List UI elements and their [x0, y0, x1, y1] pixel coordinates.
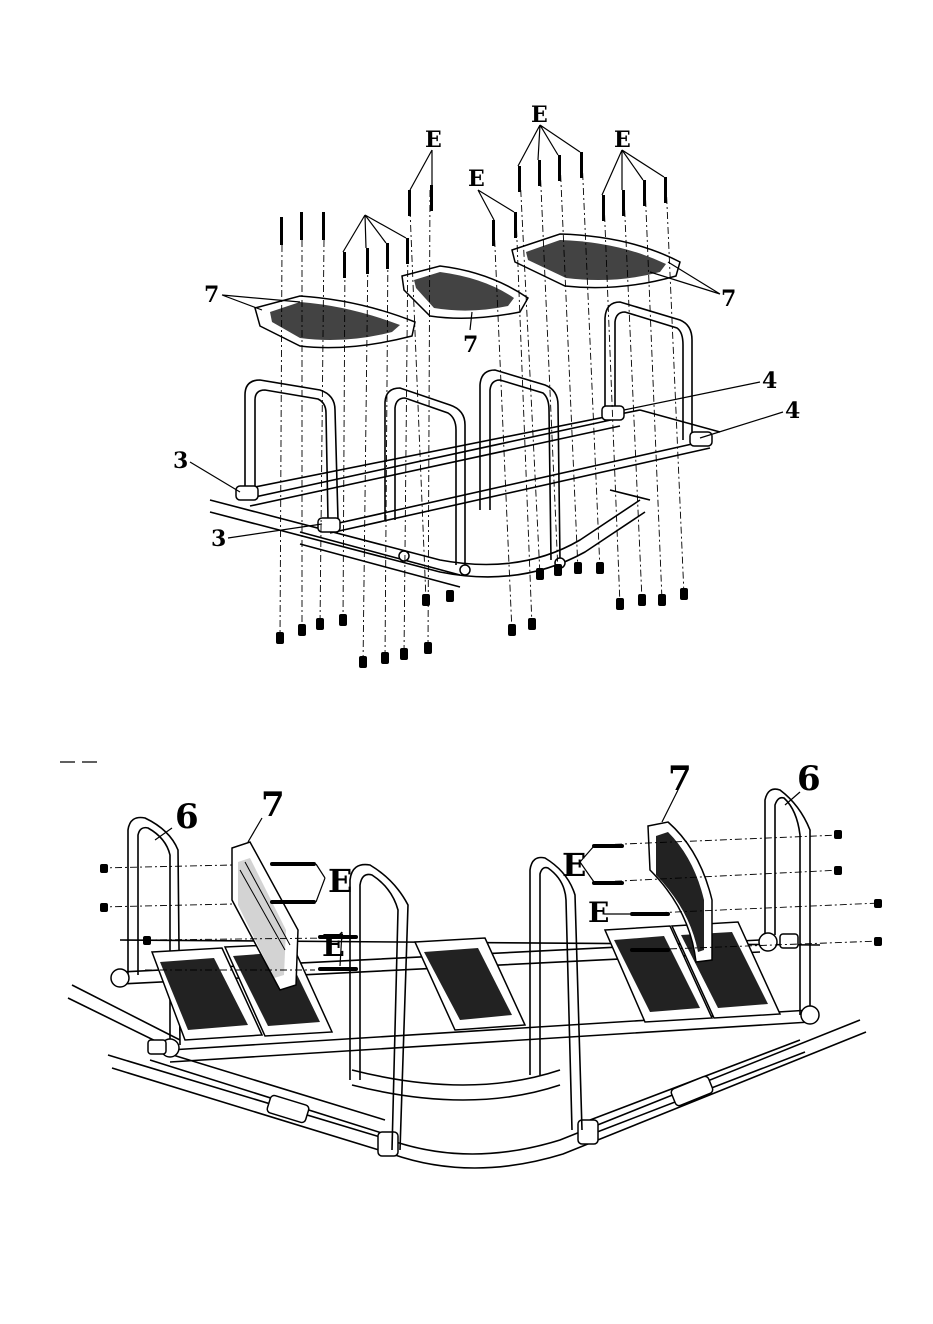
label-3-b: 3	[211, 526, 226, 552]
label-E-1: E	[425, 127, 442, 153]
label-7-left: 7	[261, 785, 285, 825]
label-E-4: E	[614, 127, 631, 153]
label-E-2: E	[468, 166, 485, 192]
label-4-b: 4	[785, 398, 800, 424]
label-7-middle: 7	[463, 332, 478, 358]
label-E-left-seat: E	[322, 929, 345, 964]
label-E-3: E	[531, 102, 548, 128]
label-E-left-back: E	[328, 862, 352, 900]
label-6-right: 6	[797, 759, 821, 799]
label-4-a: 4	[762, 368, 777, 394]
label-7-right: 7	[721, 286, 736, 312]
frame-connectors	[236, 406, 712, 575]
seat-right	[512, 234, 680, 288]
label-7-left: 7	[204, 282, 219, 308]
label-E-right-back: E	[562, 846, 586, 884]
bottom-assembled-view: 6 6 7 7 E E E E	[68, 759, 882, 1168]
top-exploded-view: E E E E 7 7 7 4 4 3 3	[173, 102, 800, 668]
label-6-left: 6	[175, 797, 199, 837]
label-E-right-seat: E	[588, 896, 609, 929]
label-3-a: 3	[173, 448, 188, 474]
label-7-right: 7	[668, 759, 692, 799]
seat-middle	[402, 266, 528, 318]
seat-left	[255, 296, 415, 348]
